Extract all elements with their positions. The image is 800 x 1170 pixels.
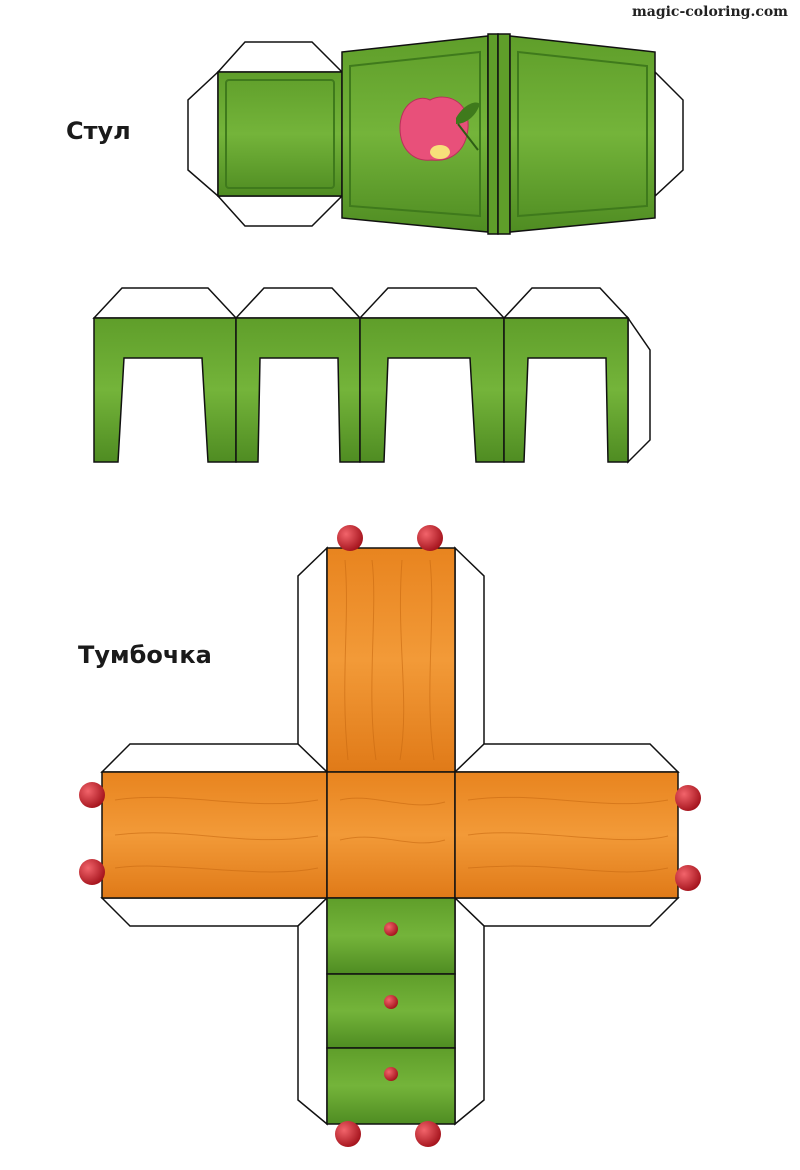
foot-bottom-right [415, 1121, 441, 1147]
legs-flap-2 [234, 287, 362, 319]
nightstand-title: Тумбочка [78, 641, 212, 669]
drawer-knob-1 [384, 922, 398, 936]
stand-flap-top-left [297, 546, 328, 774]
foot-right-bottom [675, 865, 701, 891]
foot-left-top [79, 782, 105, 808]
stand-panel-center [326, 771, 456, 899]
foot-top-left [337, 525, 363, 551]
foot-right-top [675, 785, 701, 811]
chair-title: Стул [66, 117, 131, 145]
chair-legs-net [92, 287, 651, 464]
stand-drawer-2 [326, 973, 456, 1049]
seat-strip-1 [487, 33, 499, 235]
stand-drawer-3 [326, 1047, 456, 1125]
foot-left-bottom [79, 859, 105, 885]
legs-flap-1 [92, 287, 238, 319]
drawer-knob-3 [384, 1067, 398, 1081]
legs-panel-2 [235, 317, 361, 463]
seat-inner-frames [225, 50, 648, 218]
drawer-knobs [384, 922, 398, 1081]
seat-strip-2 [497, 33, 511, 235]
stand-flap-left-bottom [100, 897, 329, 927]
legs-flap-3 [358, 287, 506, 319]
legs-flap-side [627, 315, 651, 464]
stand-flap-bottom-left [297, 896, 328, 1126]
nightstand-net [100, 546, 680, 1126]
stand-flap-left-top [100, 743, 329, 773]
stand-flap-right-bottom [453, 897, 680, 927]
drawer-knob-2 [384, 995, 398, 1009]
foot-top-right [417, 525, 443, 551]
seat-flap-right [654, 70, 684, 198]
stand-panel-right [454, 771, 679, 899]
seat-panel-left [217, 71, 343, 197]
legs-panel-4 [503, 317, 629, 463]
seat-flap-top-left [216, 41, 344, 73]
legs-panel-1 [93, 317, 237, 463]
apple-icon [399, 96, 480, 161]
seat-panel-right [509, 35, 656, 233]
seat-flap-bottom-left [216, 195, 344, 227]
stand-flap-bottom-right [454, 896, 485, 1126]
wood-grain [114, 559, 669, 873]
stand-flap-right-top [453, 743, 680, 773]
nightstand-feet [79, 525, 701, 1147]
stand-panel-left [101, 771, 328, 899]
stand-flap-top-right [454, 546, 485, 774]
seat-flap-left [187, 70, 219, 198]
stand-panel-top [326, 547, 456, 773]
foot-bottom-left [335, 1121, 361, 1147]
legs-flap-4 [502, 287, 630, 319]
legs-panel-3 [359, 317, 505, 463]
site-watermark: magic-coloring.com [631, 4, 788, 20]
